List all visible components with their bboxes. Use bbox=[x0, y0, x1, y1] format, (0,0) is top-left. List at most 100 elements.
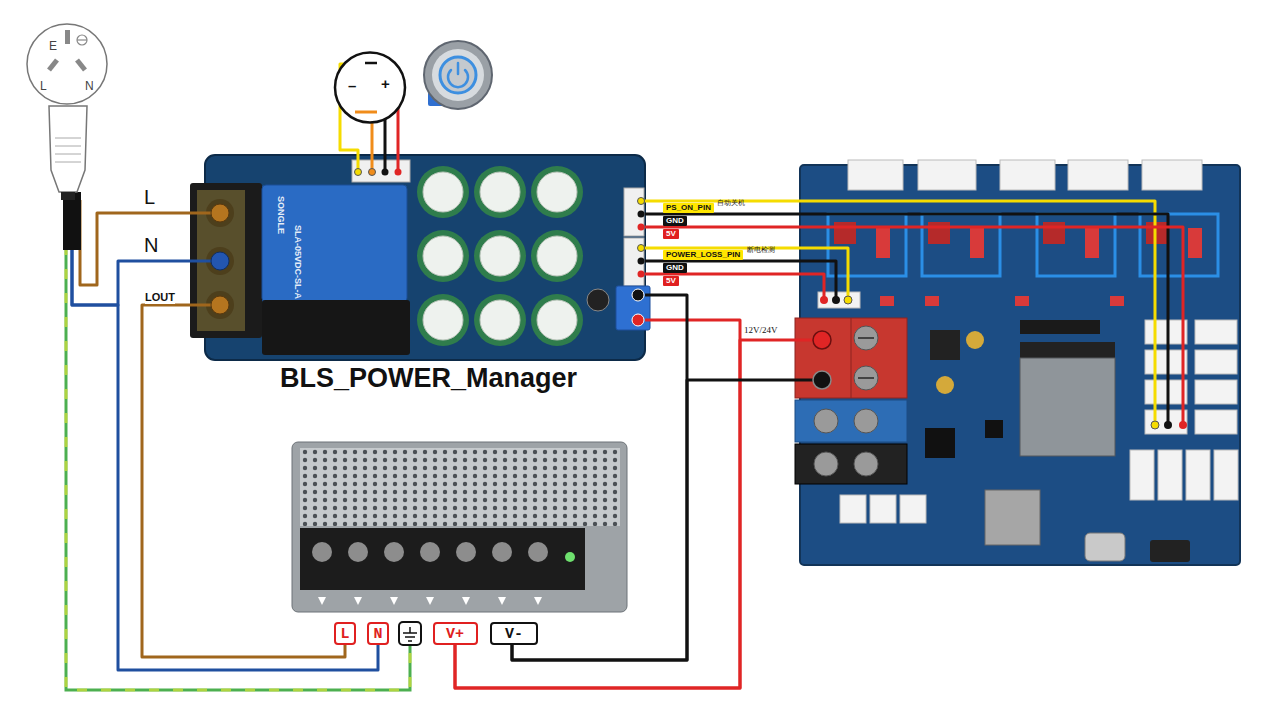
switch-photo bbox=[457, 63, 460, 74]
controller-board-art bbox=[854, 366, 878, 390]
controller-board-art bbox=[828, 214, 906, 276]
power-manager-board-art bbox=[537, 236, 577, 276]
wire-ends bbox=[211, 252, 229, 270]
controller-board-art bbox=[1145, 410, 1187, 434]
controller-board-art bbox=[1142, 160, 1202, 190]
power-supply-art bbox=[534, 597, 542, 605]
ground-terminal-mark bbox=[399, 622, 421, 645]
controller-board-art bbox=[851, 318, 852, 398]
switch-photo bbox=[424, 41, 492, 109]
wire-ends bbox=[844, 296, 852, 304]
wire-ends bbox=[63, 192, 81, 250]
power-manager-board-art bbox=[205, 155, 645, 360]
text-slot: 自动关机 bbox=[717, 191, 745, 209]
text-slot: LOUT bbox=[145, 287, 175, 305]
wire-ends bbox=[395, 169, 402, 176]
power-manager-board-art bbox=[474, 166, 526, 218]
wire-ends bbox=[638, 271, 645, 278]
pin-label: GND bbox=[663, 263, 687, 273]
terminal-text: L bbox=[340, 626, 349, 643]
power-manager-board-art bbox=[423, 172, 463, 212]
pin-label: 5V bbox=[663, 229, 679, 239]
power-manager-board-art bbox=[624, 238, 644, 286]
power-manager-board-art bbox=[587, 289, 609, 311]
wire-connector bbox=[512, 380, 822, 660]
controller-board-art bbox=[1020, 342, 1115, 358]
power-manager-board-art bbox=[474, 230, 526, 282]
wire-connector bbox=[142, 305, 345, 657]
switch-symbol bbox=[333, 50, 407, 125]
wire-label: L bbox=[143, 186, 156, 209]
controller-board-art bbox=[970, 228, 984, 258]
controller-board-art bbox=[930, 330, 960, 360]
power-plug bbox=[27, 24, 107, 104]
controller-board-art bbox=[928, 222, 950, 244]
terminal-label: V- bbox=[490, 622, 538, 645]
text-slot: N bbox=[85, 76, 94, 94]
controller-board-art bbox=[1068, 160, 1128, 190]
terminal-label: V+ bbox=[433, 622, 478, 645]
switch-photo bbox=[424, 41, 492, 109]
text-slot: 5V bbox=[663, 269, 679, 287]
text-slot: POWER_LOSS_PIN bbox=[663, 243, 743, 261]
wire bbox=[80, 200, 190, 285]
text-slot: V- bbox=[505, 624, 523, 643]
controller-board-art bbox=[1145, 320, 1187, 344]
wire bbox=[512, 295, 687, 660]
power-supply-art bbox=[292, 442, 627, 612]
plug-letter: N bbox=[85, 80, 94, 93]
power-supply-art bbox=[300, 528, 585, 590]
controller-board-art bbox=[795, 400, 907, 442]
wire-label: LOUT bbox=[145, 291, 175, 304]
text-slot: E bbox=[49, 36, 57, 54]
switch-symbol bbox=[355, 111, 377, 114]
voltage-label: 12V/24V bbox=[744, 325, 778, 336]
switch-symbol bbox=[335, 53, 405, 123]
power-plug bbox=[77, 60, 85, 70]
relay-marking: SLA-05VDC-SL-A bbox=[293, 225, 303, 299]
controller-board-art bbox=[1214, 450, 1238, 500]
controller-board-art bbox=[854, 409, 878, 433]
controller-board-art bbox=[1130, 450, 1154, 500]
wire-ends bbox=[813, 331, 831, 349]
controller-board-art bbox=[1146, 222, 1168, 244]
wire-ends bbox=[355, 169, 362, 176]
controller-board-art bbox=[840, 495, 866, 523]
power-supply-art bbox=[420, 542, 440, 562]
controller-board-art bbox=[966, 331, 984, 349]
power-supply-art bbox=[348, 542, 368, 562]
power-manager-board: BLS_POWER_Manager bbox=[190, 155, 645, 360]
power-plug bbox=[49, 106, 87, 192]
power-manager-board-art bbox=[190, 155, 650, 360]
switch-pole: – bbox=[348, 77, 356, 94]
pin-note: 断电检测 bbox=[747, 246, 775, 254]
power-plug bbox=[77, 39, 87, 40]
power-supply-art bbox=[528, 542, 548, 562]
switch-pole: + bbox=[381, 75, 390, 92]
wire-connector bbox=[645, 248, 848, 300]
controller-board-art bbox=[870, 495, 896, 523]
switch-photo bbox=[440, 57, 476, 93]
text-slot: BLS_POWER_Manager bbox=[280, 363, 577, 393]
controller-board-art bbox=[858, 337, 874, 339]
wire bbox=[142, 305, 345, 657]
controller-board-art bbox=[834, 222, 856, 244]
pin-label: POWER_LOSS_PIN bbox=[663, 250, 743, 260]
power-plug bbox=[55, 138, 81, 139]
power-plug bbox=[49, 60, 57, 70]
controller-board-art bbox=[1110, 296, 1124, 306]
wire-connector bbox=[72, 200, 190, 305]
ground-terminal-mark bbox=[408, 640, 412, 642]
power-manager-board-art bbox=[480, 236, 520, 276]
wire bbox=[645, 214, 1168, 425]
power-manager-board-art bbox=[480, 300, 520, 340]
controller-board-art bbox=[1145, 350, 1187, 374]
text-slot: – bbox=[348, 77, 356, 95]
text-slot: GND bbox=[663, 209, 687, 227]
text-slot: L bbox=[143, 186, 156, 209]
relay-marking: SONGLE bbox=[276, 196, 286, 234]
controller-board-art bbox=[1015, 296, 1029, 306]
power-manager-board-art bbox=[417, 294, 469, 346]
controller-board-art bbox=[854, 452, 878, 476]
